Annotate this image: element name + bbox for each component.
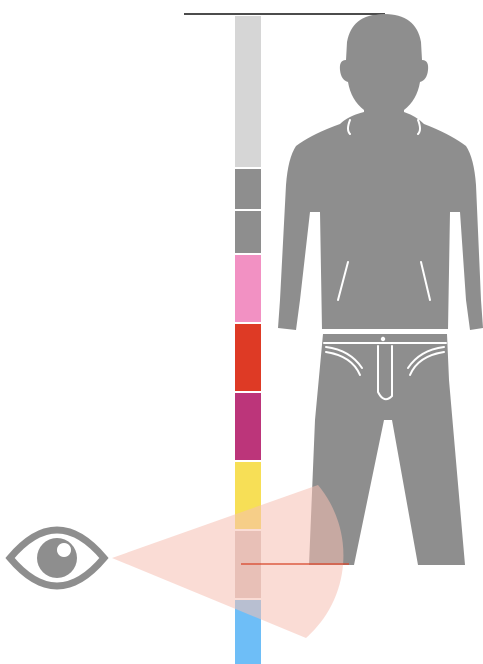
person-silhouette-icon <box>278 14 483 565</box>
eye-highlight <box>57 543 71 557</box>
field-of-view-cone <box>112 485 343 638</box>
gray-segment-lower <box>235 211 261 253</box>
light-gray-segment <box>235 16 261 167</box>
person-hoodie <box>278 112 483 330</box>
gray-segment-upper <box>235 169 261 209</box>
jeans-button <box>381 337 385 341</box>
pink-segment <box>235 255 261 322</box>
red-segment <box>235 324 261 391</box>
person-head <box>340 14 428 120</box>
eye-iris <box>37 538 77 578</box>
magenta-segment <box>235 393 261 460</box>
eye-icon <box>10 530 104 586</box>
